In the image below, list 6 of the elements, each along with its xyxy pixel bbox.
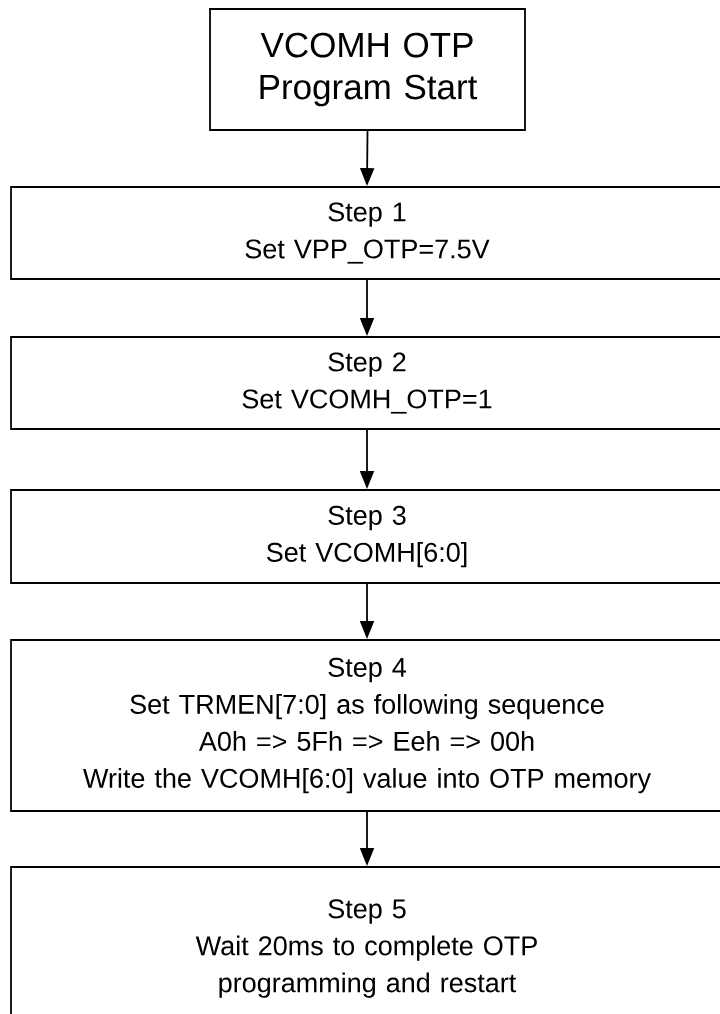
start-box: VCOMH OTP Program Start (209, 8, 526, 131)
process-box: Step 5 Wait 20ms to complete OTP programming and restart (10, 866, 720, 1014)
process-box: Step 2 Set VCOMH_OTP=1 (10, 336, 720, 430)
process-box: Step 3 Set VCOMH[6:0] (10, 489, 720, 584)
process-box: Step 1 Set VPP_OTP=7.5V (10, 186, 720, 280)
process-box: Step 4 Set TRMEN[7:0] as following sequence A0h => 5Fh => Eeh => 00h Write the VCOMH[6:0] value into OTP memory (10, 639, 720, 812)
